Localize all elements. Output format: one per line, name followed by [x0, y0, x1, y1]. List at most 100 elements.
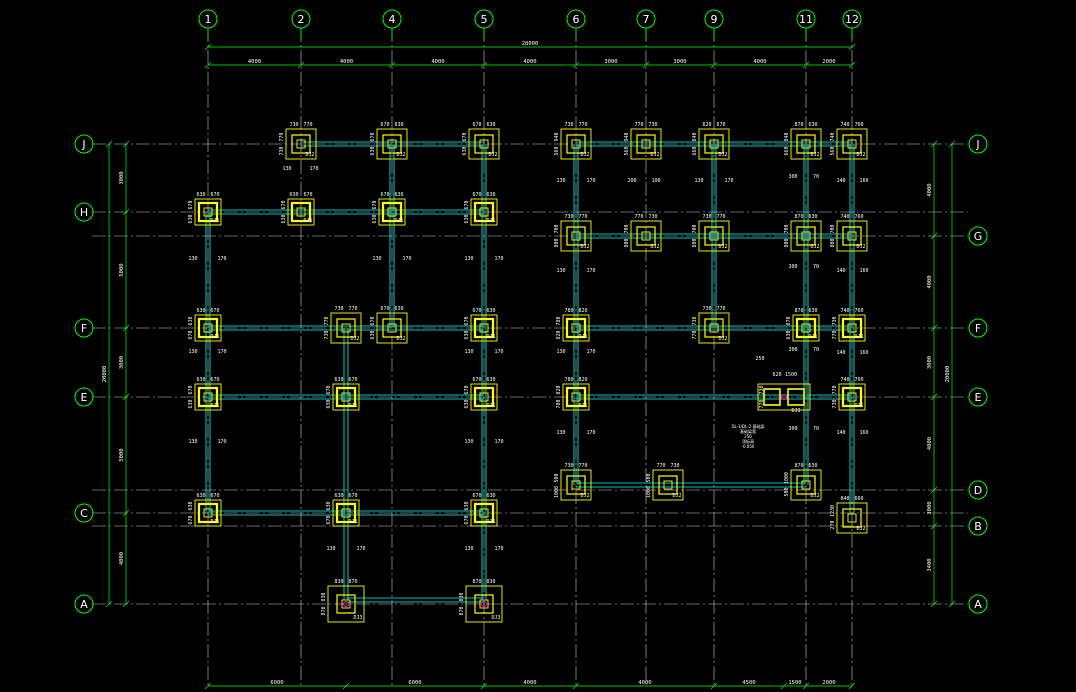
right-span-dim-tick [930, 140, 938, 148]
footing-top-dim: 670 [380, 306, 389, 312]
footing-tag: DJ1 [394, 218, 403, 224]
column-section [801, 139, 811, 149]
top-span-dim-label: 4000 [431, 59, 444, 65]
footing-tag: DJ2 [350, 336, 359, 342]
row-axis-bubble-right [968, 594, 988, 614]
footing-tag: DJ1 [578, 403, 587, 409]
top-span-dim-label: 2000 [822, 59, 835, 65]
column-section [296, 207, 306, 217]
footing-tag: DJ2 [580, 152, 589, 158]
footing-side-dim: 630 [281, 214, 287, 223]
footing-step [566, 134, 586, 154]
bottom-span-dim-tick [204, 682, 212, 690]
footing-outline [332, 383, 360, 411]
footing-step [291, 134, 311, 154]
top-span-dim-label: 4000 [753, 59, 766, 65]
footing-outline [757, 383, 811, 411]
footing-top-dim: 630 [808, 214, 817, 220]
footing-top-dim: 630 [808, 308, 817, 314]
row-axis-bubble-right [968, 226, 988, 246]
footing-outline [838, 314, 866, 342]
column-axis-label: 2 [298, 13, 305, 26]
column-section [479, 508, 489, 518]
footing-top-dim: 760 [854, 214, 863, 220]
pile-marker [481, 601, 487, 607]
footing-step [474, 594, 494, 614]
footing-tag: DJ2 [650, 244, 659, 250]
footing-step [382, 318, 402, 338]
footing-side-dim: 660 [784, 146, 790, 155]
row-axis-bubble-left [74, 318, 94, 338]
row-axis-bubble-left [74, 202, 94, 222]
footing-top-dim: 670 [716, 122, 725, 128]
top-span-dim-label: 4000 [248, 59, 261, 65]
top-span-dim-tick [297, 61, 305, 69]
footing-top-dim: 670 [472, 192, 481, 198]
footing-side-dim: 1000 [784, 472, 790, 484]
footing-outline [287, 198, 315, 226]
footing-step [197, 502, 219, 524]
footing-tag: DJ1 [486, 218, 495, 224]
footing-top-dim: 770 [716, 214, 725, 220]
left-span-dim-label: 5000 [119, 448, 125, 461]
foundation-beams [205, 141, 855, 603]
bottom-span-dim-tick [848, 682, 856, 690]
right-span-dim-tick [930, 522, 938, 530]
footing-step [473, 317, 495, 339]
row-axis-label-right: G [974, 230, 983, 243]
row-axis-bubble-right [968, 387, 988, 407]
footing-side-dim: 670 [464, 316, 470, 325]
bottom-span-dim-tick [780, 682, 788, 690]
footing-tag: DJ2 [718, 152, 727, 158]
top-span-dim-label: 3000 [673, 59, 686, 65]
footing-top-dim: 730 [334, 306, 343, 312]
right-span-dim-label: 3000 [927, 501, 933, 514]
column-axis-label: 12 [845, 13, 859, 26]
footing-outline [698, 220, 730, 252]
beam-dimension-label: 140 [836, 430, 845, 436]
beam-dimension-label: 130 [464, 349, 473, 355]
footing-top-dim: 630 [486, 122, 495, 128]
footing-top-dim: 630 [289, 192, 298, 198]
column-section [479, 207, 489, 217]
top-span-dim-tick [642, 61, 650, 69]
footing-outline [470, 499, 498, 527]
footing-step [473, 386, 495, 408]
footing-top-dim: 740 [840, 377, 849, 383]
footing-step [796, 475, 816, 495]
footing-side-dim: 670 [372, 200, 378, 209]
footing-side-dim: 670 [370, 316, 376, 325]
column-section [479, 323, 489, 333]
footing-side-dim: 670 [281, 200, 287, 209]
footing-top-dim: 630 [394, 122, 403, 128]
footing-step [796, 226, 816, 246]
bottom-span-dim-label: 4000 [638, 680, 651, 686]
left-span-dim-tick [122, 140, 130, 148]
row-axis-bubble-left [74, 387, 94, 407]
column-section [571, 323, 581, 333]
footing-side-dim: 670 [464, 200, 470, 209]
footing-step [197, 201, 219, 223]
beam-dimension-label: 170 [217, 256, 226, 262]
footing-top-dim: 770 [578, 122, 587, 128]
footing-top-dim: 770 [578, 214, 587, 220]
footing-side-dim: 630 [326, 501, 332, 510]
footing-outline [194, 314, 222, 342]
beam-dimension-label: 130 [188, 439, 197, 445]
footing-outline [378, 198, 406, 226]
footing-top-dim: 770 [656, 463, 665, 469]
row-axis-bubble-left [74, 134, 94, 154]
footing-step [197, 386, 219, 408]
footing-top-dim: 670 [472, 493, 481, 499]
